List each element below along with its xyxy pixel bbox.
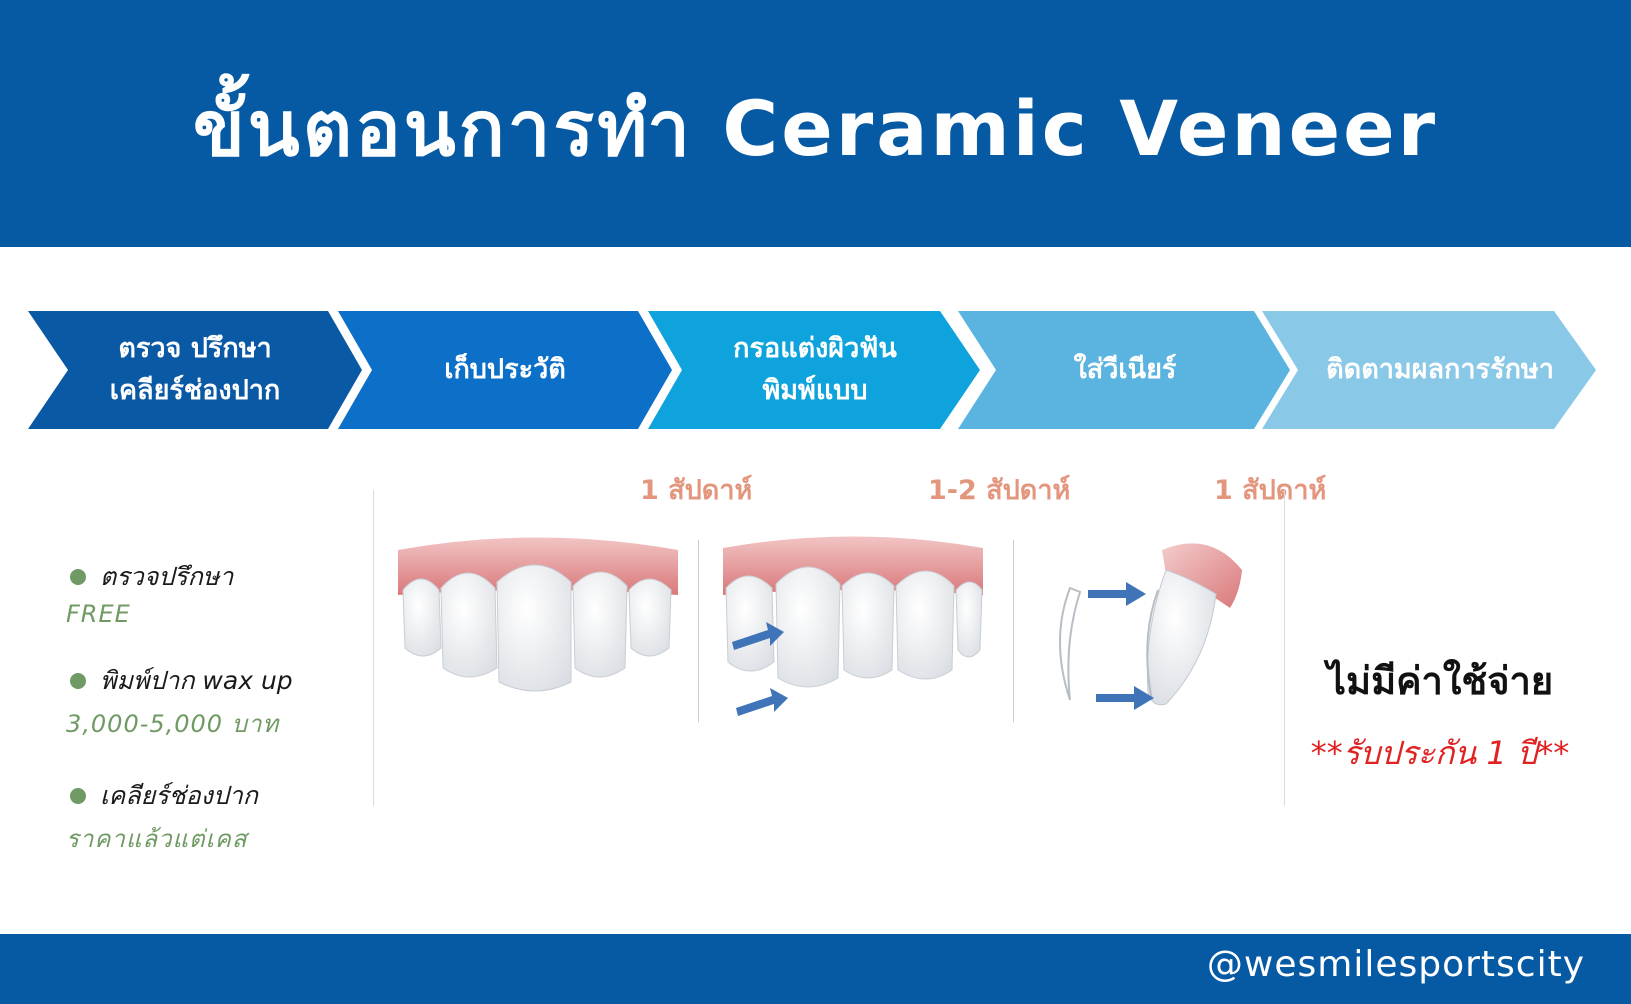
- arrow-right-icon: [1096, 686, 1154, 710]
- step-chevron-3: [648, 311, 980, 429]
- duration-label-2: 1-2 สัปดาห์: [928, 475, 1071, 506]
- list-item: เคลียร์ช่องปาก ราคาแล้วแต่เคส: [66, 779, 366, 858]
- bullet-dot-icon: [70, 788, 86, 804]
- teeth-prep-illustration-icon: [723, 536, 983, 716]
- step-label-1: ตรวจ ปรึกษา เคลียร์ช่องปาก: [109, 333, 281, 406]
- list-item: พิมพ์ปาก wax up 3,000-5,000 บาท: [66, 664, 366, 743]
- step-label-5: ติดตามผลการรักษา: [1326, 354, 1554, 385]
- footer-banner: @wesmilesportscity: [0, 934, 1631, 1004]
- column-divider: [1284, 490, 1285, 806]
- column-divider: [1013, 540, 1014, 722]
- bullet-dot-icon: [70, 673, 86, 689]
- social-handle: @wesmilesportscity: [1206, 944, 1585, 985]
- step-chevron-5: [1262, 311, 1596, 429]
- item-title: เคลียร์ช่องปาก: [100, 781, 258, 810]
- page-title: ขั้นตอนการทำ Ceramic Veneer: [192, 83, 1439, 173]
- step-chevron-1: [28, 311, 362, 429]
- bullet-dot-icon: [70, 569, 86, 585]
- header-banner: ขั้นตอนการทำ Ceramic Veneer: [0, 0, 1631, 247]
- item-detail: FREE: [66, 600, 131, 628]
- duration-label-3: 1 สัปดาห์: [1214, 475, 1327, 506]
- warranty-text: **รับประกัน 1 ปี**: [1310, 734, 1570, 772]
- duration-label-1: 1 สัปดาห์: [640, 475, 753, 506]
- arrow-right-icon: [1088, 582, 1146, 606]
- column-divider: [698, 540, 699, 722]
- no-cost-text: ไม่มีค่าใช้จ่าย: [1326, 659, 1554, 703]
- item-title: ตรวจปรึกษา: [100, 562, 234, 591]
- step-chevron-4: [958, 311, 1290, 429]
- step-label-3: กรอแต่งผิวฟัน พิมพ์แบบ: [733, 333, 897, 406]
- item-detail: ราคาแล้วแต่เคส: [66, 825, 248, 853]
- step-label-2: เก็บประวัติ: [444, 354, 566, 385]
- arrow-right-icon: [732, 622, 784, 650]
- column-divider: [373, 490, 374, 806]
- list-item: ตรวจปรึกษา FREE: [66, 560, 366, 628]
- teeth-illustration-icon: [398, 537, 678, 692]
- arrow-right-icon: [736, 688, 788, 716]
- step-label-4: ใส่วีเนียร์: [1073, 354, 1177, 385]
- item-title: พิมพ์ปาก wax up: [100, 666, 293, 695]
- item-detail: 3,000-5,000 บาท: [66, 710, 280, 738]
- consult-list: ตรวจปรึกษา FREE พิมพ์ปาก wax up 3,000-5,…: [66, 560, 366, 894]
- veneer-illustration-icon: [1059, 543, 1242, 710]
- step-chevron-2: [338, 311, 672, 429]
